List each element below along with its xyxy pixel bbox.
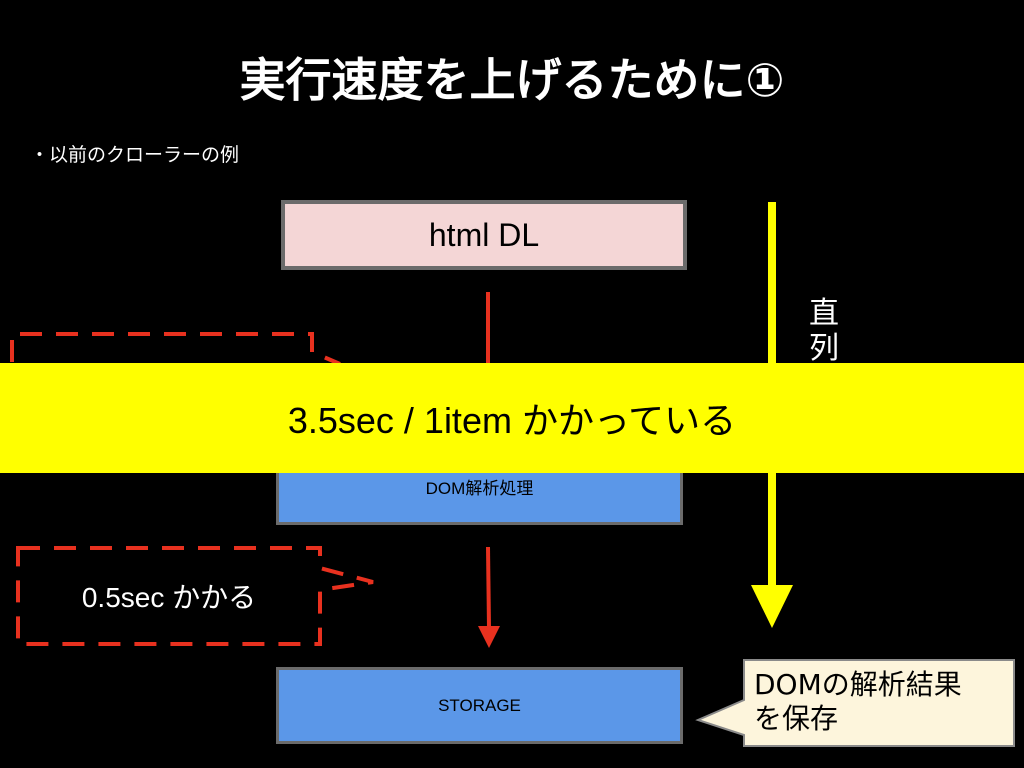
red-arrow-2-head — [478, 626, 500, 648]
lower-callout-text: 0.5sec かかる — [18, 548, 320, 644]
bullet-text: ・以前のクローラーの例 — [30, 144, 240, 166]
dom-parse-label: DOM解析処理 — [425, 479, 534, 498]
html-dl-box: html DL — [281, 200, 687, 270]
note-line-2: を保存 — [754, 701, 839, 735]
red-arrow-2-shaft — [486, 546, 491, 629]
storage-box: STORAGE — [276, 667, 683, 744]
lower-dashed-callout — [16, 546, 374, 646]
note-line-1: DOMの解析結果 — [754, 668, 962, 701]
lower-callout-label: 0.5sec かかる — [81, 582, 257, 613]
time-banner-text: 3.5sec / 1item かかっている — [287, 400, 737, 441]
serial-arrow-head — [751, 585, 793, 628]
note-bubble — [695, 659, 1015, 747]
storage-label: STORAGE — [438, 695, 521, 715]
time-banner: 3.5sec / 1item かかっている — [0, 363, 1024, 473]
vertical-char-1: 直 — [809, 296, 839, 331]
vertical-char-2: 列 — [809, 331, 839, 367]
slide-title: 実行速度を上げるために① — [239, 53, 785, 107]
note-text: DOMの解析結果 を保存 — [746, 664, 1014, 739]
upper-dashed-callout — [10, 332, 341, 398]
html-dl-label: html DL — [428, 216, 540, 253]
